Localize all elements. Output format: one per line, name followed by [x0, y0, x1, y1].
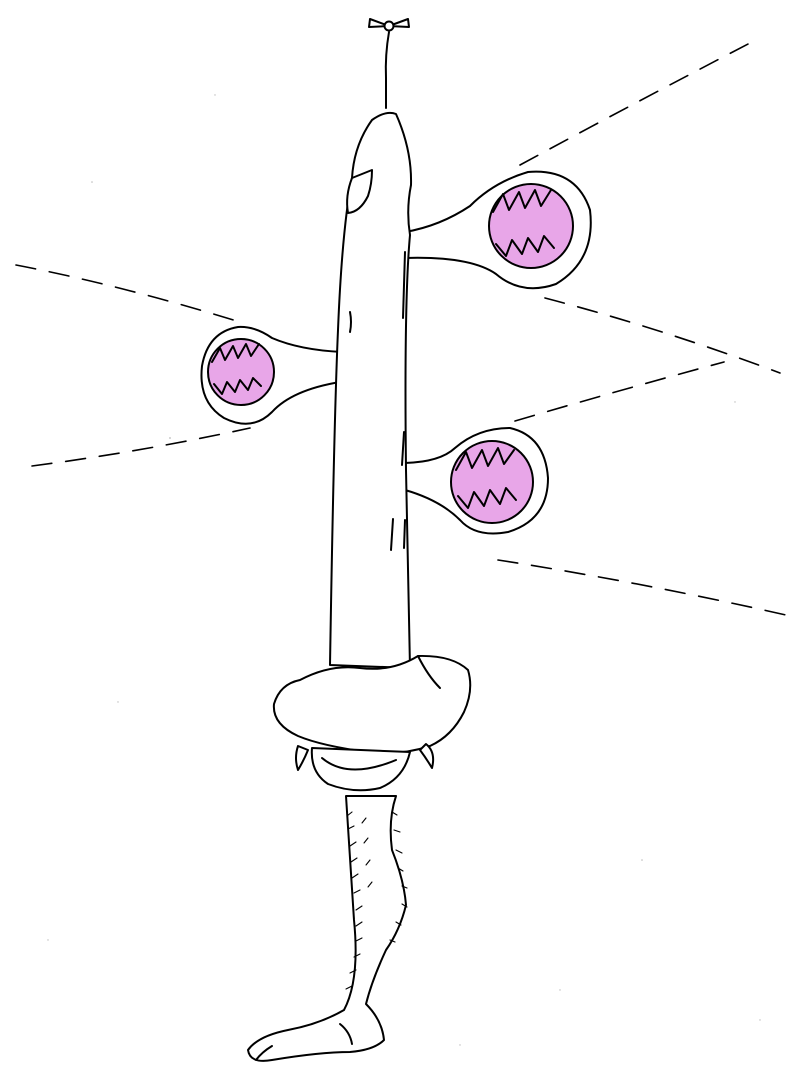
paper-specks [47, 94, 761, 1046]
lower-right-mouth [450, 440, 534, 524]
dashed-lines [15, 41, 787, 616]
dashed-line-lower-left [31, 427, 251, 467]
creature-body [329, 111, 413, 669]
lower-jaw [295, 743, 435, 792]
dashed-line-bottom-right [497, 559, 787, 616]
nose-bulb [272, 654, 472, 755]
upper-right-mouth [488, 183, 574, 269]
dashed-line-middle-right [544, 297, 781, 374]
dashed-line-top-right [519, 41, 753, 166]
left-mouth [207, 338, 275, 406]
dashed-line-upper-left [15, 264, 241, 323]
antenna [368, 18, 410, 109]
mouths [207, 183, 574, 524]
hairy-leg [247, 795, 408, 1062]
dashed-line-center-right [514, 361, 725, 422]
